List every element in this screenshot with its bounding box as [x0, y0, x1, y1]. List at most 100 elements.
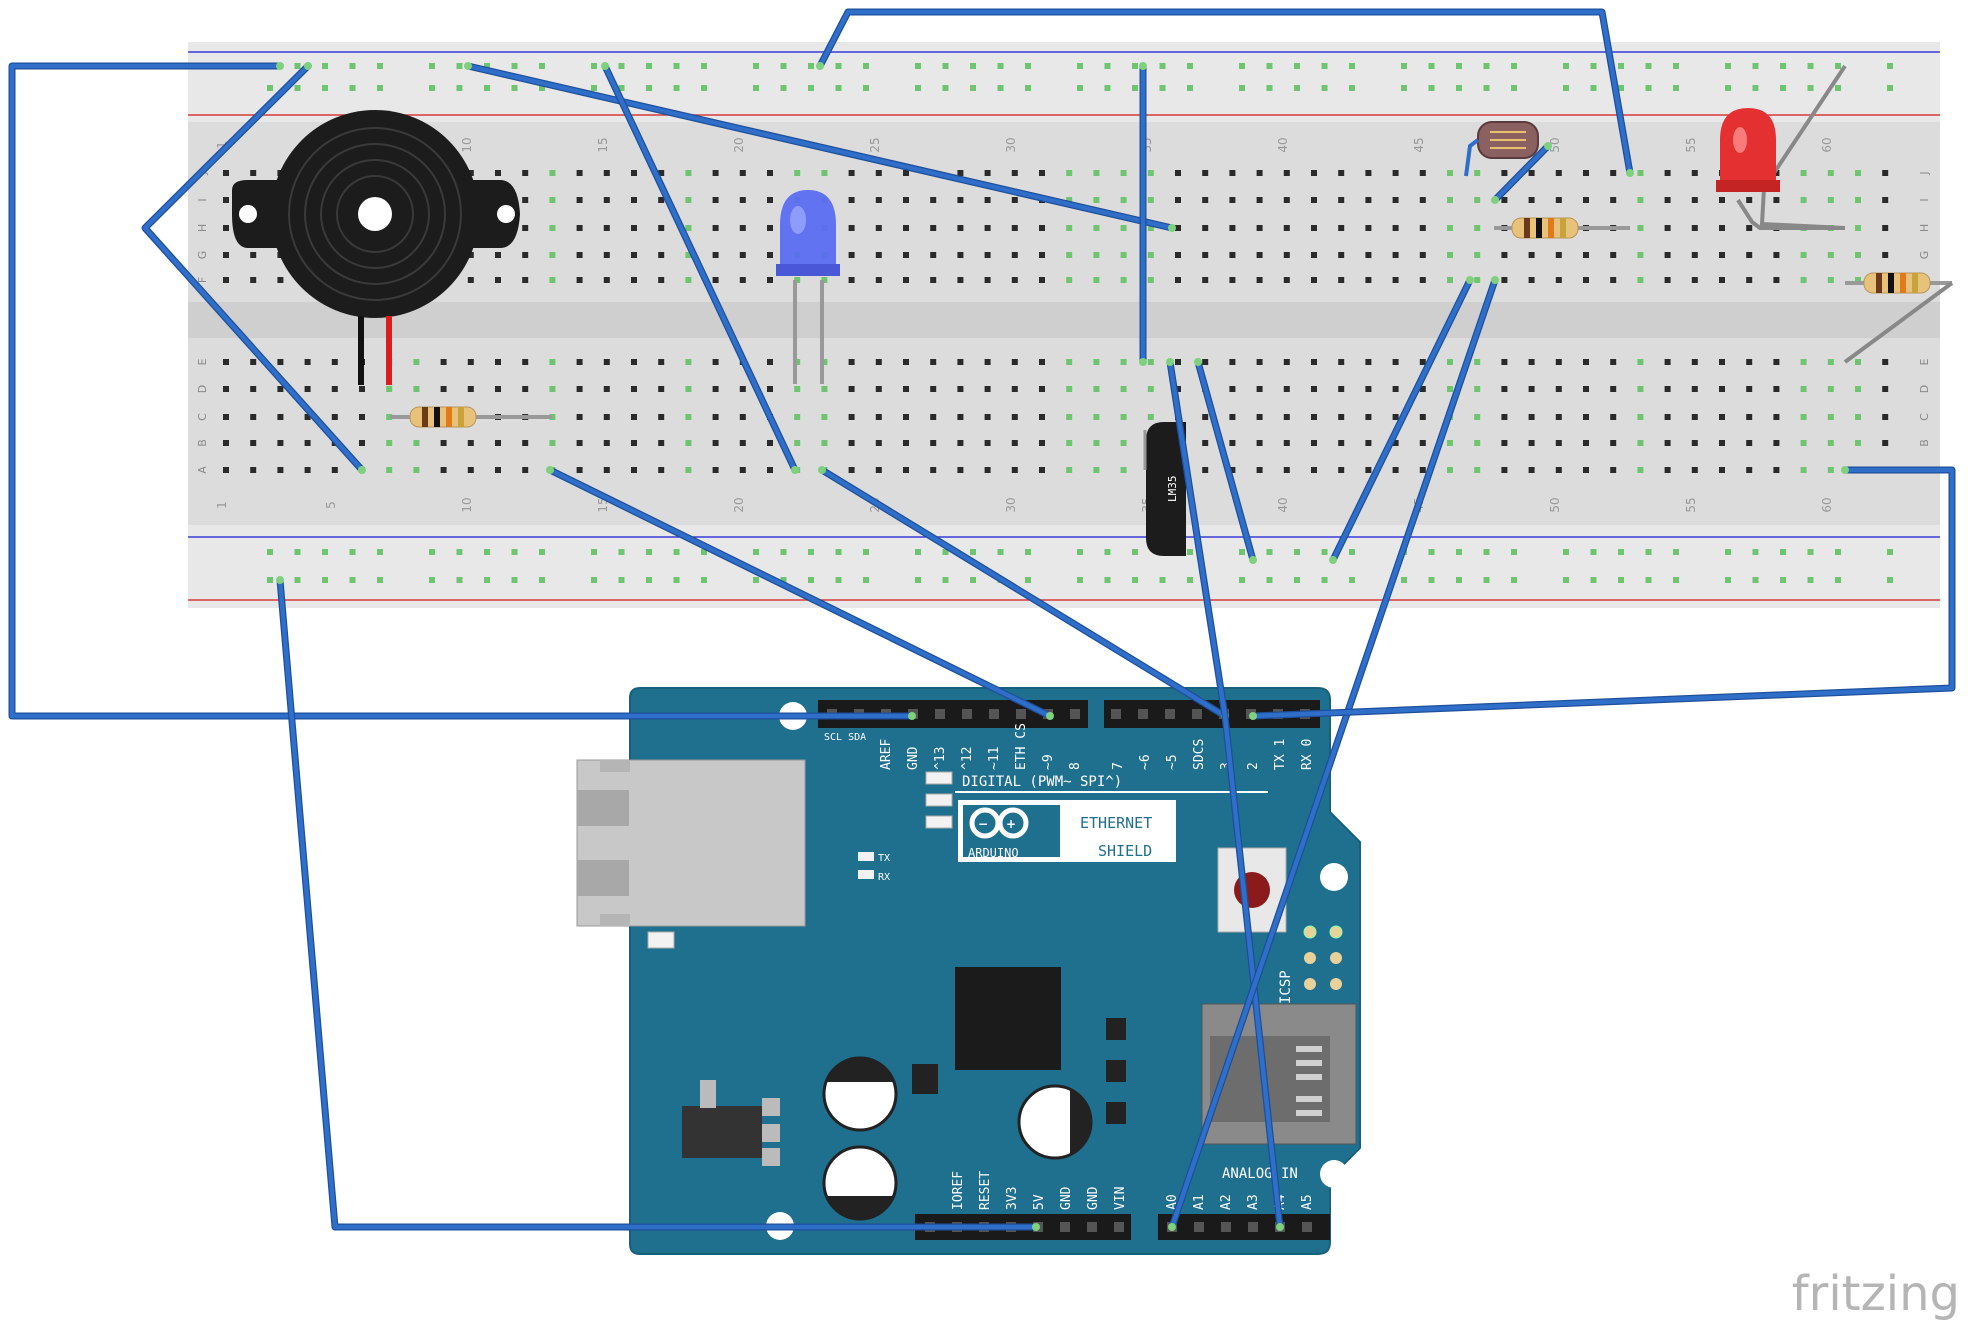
resistor-band [1548, 218, 1554, 238]
resistor-band [1888, 273, 1894, 293]
breadboard-hole [1773, 252, 1780, 258]
breadboard-hole [1256, 440, 1263, 446]
breadboard-hole [495, 440, 501, 446]
breadboard-hole [1011, 467, 1018, 473]
rail-hole [1401, 63, 1407, 69]
breadboard-hole [739, 277, 746, 283]
jumper-wire [817, 9, 1633, 176]
breadboard-hole [1882, 359, 1889, 365]
breadboard-hole [1093, 252, 1100, 258]
column-number-bottom: 55 [1684, 497, 1698, 512]
breadboard-hole [440, 359, 447, 365]
rail-hole [484, 577, 490, 583]
breadboard-hole [1229, 386, 1236, 392]
breadboard-hole [1637, 467, 1644, 473]
rail-hole [1159, 577, 1166, 583]
rail-hole [1401, 577, 1407, 583]
breadboard-hole [685, 170, 692, 176]
breadboard-hole [1365, 277, 1372, 283]
row-label-left: I [196, 198, 209, 201]
breadboard-hole [1066, 414, 1073, 420]
rail-hole [1590, 85, 1597, 91]
breadboard-hole [1147, 414, 1154, 420]
arduino-ethernet-shield-logo: − + ARDUINO ETHERNET SHIELD [958, 800, 1176, 862]
breadboard-hole [413, 467, 420, 473]
breadboard-hole [1419, 170, 1426, 176]
breadboard-hole [1501, 359, 1508, 365]
breadboard-hole [549, 386, 556, 392]
breadboard-hole [1392, 225, 1399, 231]
pin-label: ~11 [987, 747, 1002, 770]
ethernet-jack [576, 759, 806, 927]
breadboard-hole [1637, 170, 1644, 176]
breadboard-hole [1746, 386, 1753, 392]
rail-hole [1511, 577, 1517, 583]
breadboard-hole [1691, 252, 1698, 258]
resistor-band [1912, 273, 1918, 293]
rx-label: RX [878, 872, 890, 883]
rail-hole [294, 577, 301, 583]
breadboard-hole [1855, 359, 1861, 365]
pin-label: GND [906, 746, 921, 770]
rail-hole [673, 549, 680, 555]
rail-hole [1104, 63, 1111, 69]
breadboard-hole [1637, 359, 1644, 365]
pin-label: SDCS [1192, 739, 1207, 770]
breadboard-hole [1256, 414, 1263, 420]
breadboard-hole [984, 359, 991, 365]
resistor-band [1876, 273, 1882, 293]
breadboard-hole [1447, 386, 1453, 392]
mount-hole-right-lower [1320, 1160, 1348, 1188]
breadboard-hole [277, 359, 284, 365]
rail-hole [1187, 549, 1193, 555]
breadboard-hole [522, 386, 529, 392]
breadboard-hole [1719, 197, 1725, 203]
breadboard-hole [1528, 277, 1535, 283]
row-label-left: H [196, 224, 209, 232]
rail-hole [1266, 63, 1273, 69]
rail-hole [1266, 549, 1273, 555]
logo-ethernet-text: ETHERNET [1080, 814, 1152, 832]
pin-label: AREF [879, 739, 894, 770]
breadboard-hole [1066, 386, 1073, 392]
breadboard-hole [223, 359, 229, 365]
breadboard-hole [603, 225, 610, 231]
rail-hole [1618, 549, 1624, 555]
breadboard-hole [1746, 277, 1753, 283]
rail-hole [1456, 63, 1462, 69]
breadboard-hole [359, 414, 365, 420]
jumper-wires [8, 8, 1956, 1231]
rail-hole [970, 577, 976, 583]
breadboard-hole [1175, 359, 1181, 365]
pin-label: A5 [1300, 1194, 1315, 1210]
breadboard-hole [1256, 277, 1263, 283]
breadboard-hole [1039, 386, 1045, 392]
breadboard-hole [1528, 386, 1535, 392]
row-label-right: E [1918, 358, 1931, 365]
pin-label: TX 1 [1273, 739, 1288, 770]
mount-hole-right-upper [1320, 863, 1348, 891]
breadboard-hole [1120, 440, 1127, 446]
wire-endpoint [601, 62, 609, 70]
breadboard-hole [685, 197, 692, 203]
jumper-wire [547, 467, 1053, 719]
column-number-top: 50 [1548, 137, 1562, 152]
breadboard-hole [1800, 440, 1807, 446]
rail-hole [1187, 577, 1193, 583]
breadboard-hole [1583, 414, 1589, 420]
row-label-right: G [1918, 251, 1931, 260]
breadboard-hole [739, 197, 746, 203]
breadboard-hole [1664, 386, 1671, 392]
breadboard-hole [767, 225, 773, 231]
breadboard-hole [1066, 359, 1073, 365]
breadboard-hole [603, 414, 610, 420]
breadboard-hole [250, 386, 257, 392]
breadboard-hole [767, 197, 773, 203]
rail-hole [915, 549, 921, 555]
breadboard-hole [1555, 359, 1562, 365]
breadboard-hole [1392, 386, 1399, 392]
wire-endpoint [1276, 1223, 1284, 1231]
breadboard-hole [1746, 252, 1753, 258]
breadboard-hole [930, 414, 937, 420]
breadboard-hole [1691, 359, 1698, 365]
